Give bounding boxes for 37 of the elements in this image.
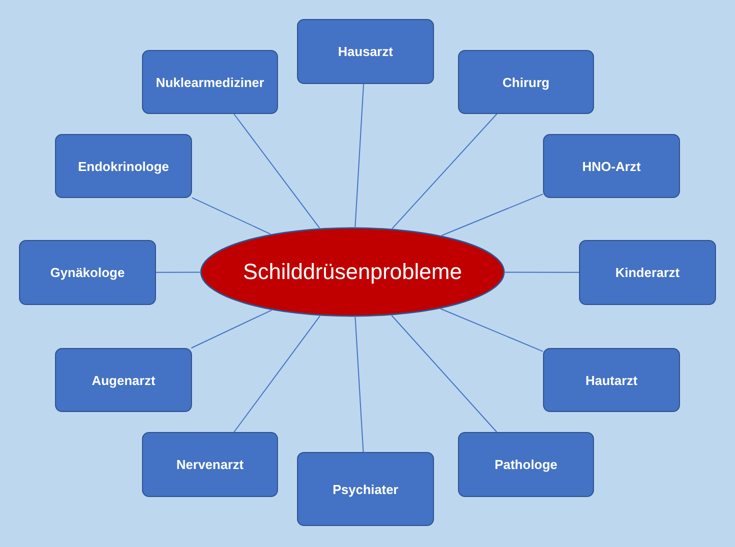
- specialist-box: [142, 50, 278, 114]
- node-label: Hautarzt: [585, 372, 638, 388]
- node-label: Pathologe: [494, 457, 558, 472]
- node-label: Augenarzt: [92, 372, 156, 388]
- node-label: Chirurg: [502, 74, 550, 90]
- connector-line: [354, 316, 364, 452]
- specialist-box: [458, 50, 594, 114]
- connector-line: [190, 310, 272, 348]
- node-label: Endokrinologe: [78, 158, 169, 174]
- specialist-box: [458, 432, 594, 497]
- node-label: HNO-Arzt: [582, 158, 641, 174]
- specialist-box: [543, 134, 680, 198]
- node-label: Nuklearmediziner: [156, 74, 264, 90]
- node-label: Gynäkologe: [50, 265, 125, 280]
- connector-line: [234, 315, 320, 432]
- connector-line: [440, 308, 544, 352]
- node-label: Schilddrüsenprobleme: [243, 259, 462, 285]
- connector-line: [391, 315, 498, 432]
- connector-line: [156, 272, 200, 273]
- connector-line: [504, 272, 580, 273]
- connector-line: [192, 197, 272, 235]
- specialist-box: [297, 19, 434, 84]
- node-label: Kinderarzt: [615, 265, 680, 280]
- connector-line: [234, 114, 320, 229]
- specialist-box: [543, 348, 680, 412]
- node-label: Psychiater: [332, 482, 398, 496]
- specialist-box: [55, 134, 192, 198]
- connector-line: [441, 194, 544, 236]
- connector-line: [392, 114, 498, 230]
- specialist-box: [579, 240, 716, 305]
- specialist-box: [142, 432, 278, 497]
- specialist-box: [55, 348, 192, 412]
- connector-line: [354, 84, 364, 228]
- node-label: Hausarzt: [338, 44, 393, 59]
- specialist-box: [297, 452, 434, 526]
- specialist-box: [19, 240, 156, 305]
- node-label: Nervenarzt: [176, 457, 244, 472]
